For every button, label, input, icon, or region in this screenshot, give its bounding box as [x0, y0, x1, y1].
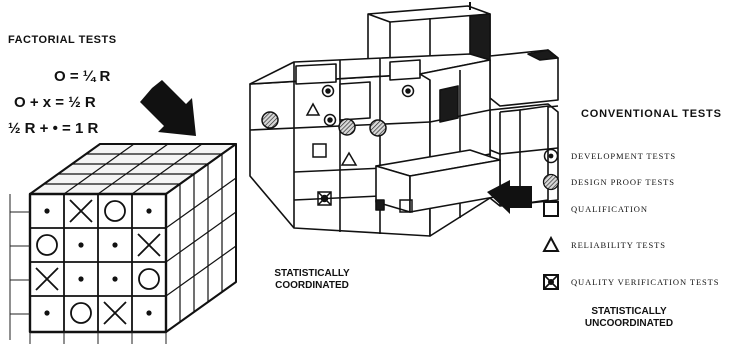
down-right-arrow-icon — [140, 80, 196, 136]
triangle-icon — [542, 236, 560, 252]
triangle-icon — [340, 151, 358, 166]
conventional-test-block — [249, 2, 559, 237]
formula-half: O + x = ½ R — [14, 94, 96, 111]
formula-one: ½ R + • = 1 R — [8, 120, 99, 137]
factorial-tests-title: FACTORIAL TESTS — [8, 34, 117, 46]
dot-symbol — [44, 310, 50, 316]
hatched-disc-icon — [261, 111, 279, 129]
dot-symbol — [112, 276, 118, 282]
caption-line: COORDINATED — [275, 280, 349, 291]
legend-label: DESIGN PROOF TESTS — [571, 177, 675, 187]
uncoordinated-caption: STATISTICALLY UNCOORDINATED — [574, 306, 684, 330]
legend-item-reliability-tests: RELIABILITY TESTS — [542, 234, 666, 256]
x-symbol — [103, 301, 127, 325]
caption-line: STATISTICALLY — [274, 268, 350, 279]
conventional-tests-title: CONVENTIONAL TESTS — [581, 108, 722, 120]
legend-item-quality-verification-tests: QUALITY VERIFICATION TESTS — [542, 271, 719, 293]
target-circle-icon — [323, 113, 337, 127]
formula-quarter: O = ¼ R — [54, 68, 111, 85]
caption-line: UNCOORDINATED — [584, 318, 674, 329]
crossed-square-icon — [543, 274, 559, 290]
target-circle-icon — [401, 84, 415, 98]
factorial-grid-symbols — [35, 199, 161, 325]
crossed-square-icon — [317, 191, 332, 206]
coordinated-caption: STATISTICALLY COORDINATED — [262, 268, 362, 292]
x-symbol — [35, 267, 59, 291]
legend-item-qualification: QUALIFICATION — [542, 198, 648, 220]
caption-line: STATISTICALLY — [591, 306, 667, 317]
x-symbol — [137, 233, 161, 257]
conventional-block-symbols — [261, 84, 415, 213]
square-icon — [543, 201, 559, 217]
hatched-disc-icon — [338, 118, 356, 136]
hatched-disc-icon — [369, 119, 387, 137]
dot-symbol — [78, 242, 84, 248]
circle-symbol — [70, 302, 92, 324]
circle-symbol — [104, 200, 126, 222]
square-icon — [399, 199, 413, 213]
legend-label: DEVELOPMENT TESTS — [571, 151, 676, 161]
legend-label: QUALITY VERIFICATION TESTS — [571, 277, 720, 287]
dot-symbol — [78, 276, 84, 282]
dot-symbol — [146, 208, 152, 214]
circle-symbol — [36, 234, 58, 256]
dot-symbol — [112, 242, 118, 248]
dot-symbol — [44, 208, 50, 214]
dot-symbol — [146, 310, 152, 316]
legend-label: QUALIFICATION — [571, 204, 648, 214]
square-icon — [312, 143, 327, 158]
legend-item-design-proof-tests: DESIGN PROOF TESTS — [542, 171, 675, 193]
legend-item-development-tests: DEVELOPMENT TESTS — [542, 145, 676, 167]
triangle-icon — [305, 102, 321, 116]
left-arrow-icon — [487, 180, 532, 214]
target-circle-icon — [543, 148, 559, 164]
x-symbol — [69, 199, 93, 223]
circle-symbol — [138, 268, 160, 290]
hatched-disc-icon — [542, 173, 560, 191]
factorial-test-block — [9, 143, 237, 344]
legend-label: RELIABILITY TESTS — [571, 240, 666, 250]
target-circle-icon — [321, 84, 335, 98]
